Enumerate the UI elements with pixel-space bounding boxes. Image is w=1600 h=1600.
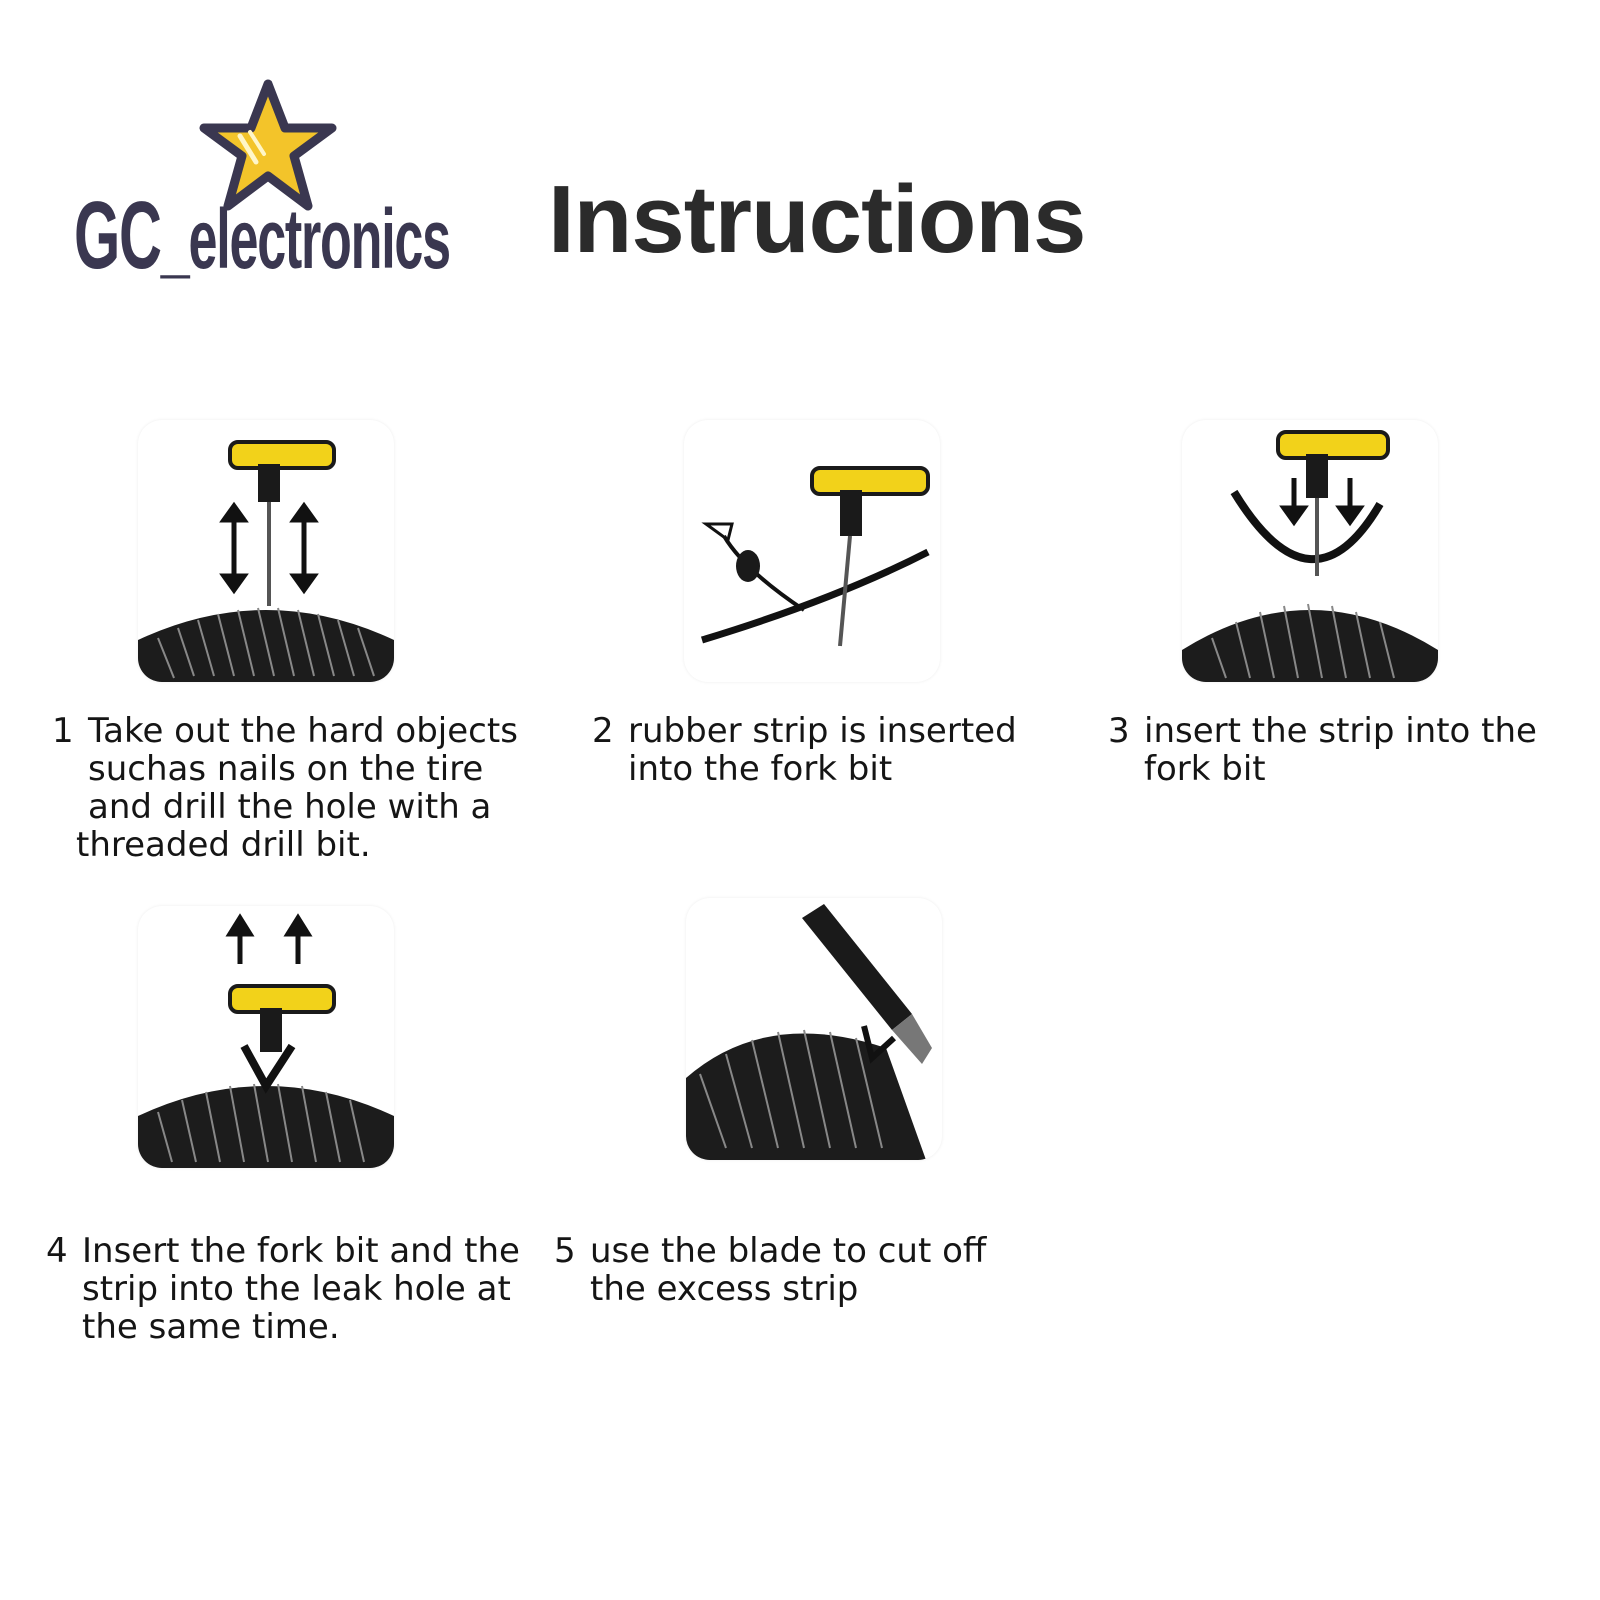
step-text-line: and drill the hole with a	[88, 787, 492, 827]
star-icon	[199, 79, 337, 211]
step-text-line: fork bit	[1144, 749, 1266, 789]
blade-cut-icon	[686, 904, 932, 1160]
step-2-caption: 2 rubber strip is inserted into the fork…	[592, 712, 1017, 788]
step-5-illustration	[686, 898, 942, 1160]
step-text-line: use the blade to cut off	[590, 1231, 987, 1271]
brand-logo-text: GC_electronics	[74, 188, 451, 286]
step-text-line: the excess strip	[590, 1269, 859, 1309]
step-text-line: rubber strip is inserted	[628, 711, 1017, 751]
logo-text-electronics: _electronics	[160, 192, 451, 286]
step-3-caption: 3 insert the strip into the fork bit	[1108, 712, 1537, 788]
drill-tire-icon	[138, 440, 394, 682]
strip-fork-icon	[700, 466, 930, 647]
step-number: 4	[46, 1231, 68, 1271]
step-number: 3	[1108, 711, 1130, 751]
step-4-caption: 4 Insert the fork bit and the strip into…	[46, 1232, 520, 1346]
step-5-caption: 5 use the blade to cut off the excess st…	[554, 1232, 986, 1308]
step-1-caption: 1 Take out the hard objects suchas nails…	[52, 712, 518, 864]
pull-out-icon	[138, 913, 394, 1168]
logo-text-gc: GC	[74, 182, 162, 289]
step-text-line: threaded drill bit.	[76, 825, 371, 865]
step-number: 5	[554, 1231, 576, 1271]
brand-logo: GC_electronics	[74, 78, 634, 288]
step-number: 2	[592, 711, 614, 751]
step-text-line: suchas nails on the tire	[88, 749, 484, 789]
insert-strip-icon	[1182, 430, 1438, 682]
step-1-illustration	[138, 420, 394, 682]
step-2-illustration	[684, 420, 940, 682]
page-title: Instructions	[548, 166, 1086, 273]
step-number: 1	[52, 711, 74, 751]
step-text-line: the same time.	[82, 1307, 340, 1347]
step-4-illustration	[138, 906, 394, 1168]
step-text-line: Insert the fork bit and the	[82, 1231, 520, 1271]
step-text-line: strip into the leak hole at	[82, 1269, 511, 1309]
step-text-line: insert the strip into the	[1144, 711, 1537, 751]
step-3-illustration	[1182, 420, 1438, 682]
step-text-line: into the fork bit	[628, 749, 893, 789]
step-text-line: Take out the hard objects	[88, 711, 518, 751]
